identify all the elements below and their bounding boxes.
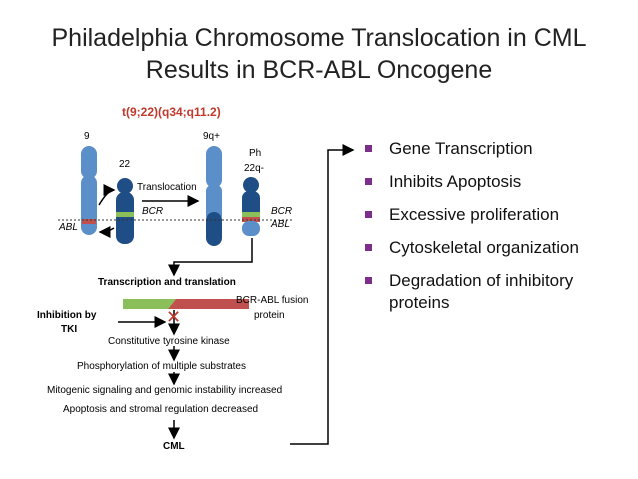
chromosome-22 [116, 178, 134, 244]
bullet-square-icon [365, 211, 372, 218]
label-chromosome-22: 22 [119, 159, 131, 170]
label-translocation: Translocation [137, 182, 197, 193]
ph-to-transcription-arrow [168, 238, 253, 277]
effects-list-item: Degradation of inhibitory proteins [365, 270, 630, 314]
effects-list-item: Inhibits Apoptosis [365, 171, 630, 193]
bullet-square-icon [365, 145, 372, 152]
label-kinase: Constitutive tyrosine kinase [108, 336, 230, 347]
label-ph: Ph [249, 148, 262, 159]
chromosome-9q-plus [206, 146, 222, 246]
philadelphia-chromosome [242, 177, 260, 236]
title-line-2: Results in BCR-ABL Oncogene [145, 56, 493, 84]
effects-list-item: Cytoskeletal organization [365, 237, 630, 259]
fusion-protein-bar [123, 299, 249, 309]
label-transcription-translation: Transcription and translation [98, 277, 236, 288]
label-fusion-protein-2: protein [254, 310, 285, 321]
effects-list-item: Gene Transcription [365, 138, 630, 160]
label-bcr-left: BCR [142, 206, 164, 217]
label-mitogenic: Mitogenic signaling and genomic instabil… [47, 385, 283, 396]
label-apoptosis: Apoptosis and stromal regulation decreas… [63, 404, 259, 415]
bullet-square-icon [365, 277, 372, 284]
tki-block-mark: ✕ [166, 307, 182, 327]
label-abl-left: ABL [59, 222, 78, 233]
bullet-square-icon [365, 244, 372, 251]
label-cml: CML [163, 441, 185, 452]
label-chromosome-9q: 9q+ [203, 131, 220, 142]
label-inhibition-1: Inhibition by [37, 310, 97, 321]
label-abl-right: ABL [271, 219, 290, 230]
exchange-arrow-up [98, 184, 116, 206]
effects-list: Gene Transcription Inhibits Apoptosis Ex… [365, 138, 630, 325]
label-inhibition-2: TKI [61, 324, 78, 335]
chromosome-9 [81, 146, 97, 235]
label-chromosome-22q: 22q- [244, 163, 265, 174]
translocation-notation: t(9;22)(q34;q11.2) [122, 105, 221, 119]
label-bcr-right: BCR [271, 206, 293, 217]
exchange-arrow-down [98, 225, 115, 238]
bullet-square-icon [365, 178, 372, 185]
effects-list-item: Excessive proliferation [365, 204, 630, 226]
cml-to-effects-arrow [290, 144, 355, 445]
label-chromosome-9: 9 [84, 131, 90, 142]
title-line-1: Philadelphia Chromosome Translocation in… [51, 24, 587, 52]
label-fusion-protein-1: BCR-ABL fusion [236, 295, 309, 306]
label-phosphorylation: Phosphorylation of multiple substrates [77, 361, 246, 372]
slide-title: Philadelphia Chromosome Translocation in… [0, 22, 638, 86]
